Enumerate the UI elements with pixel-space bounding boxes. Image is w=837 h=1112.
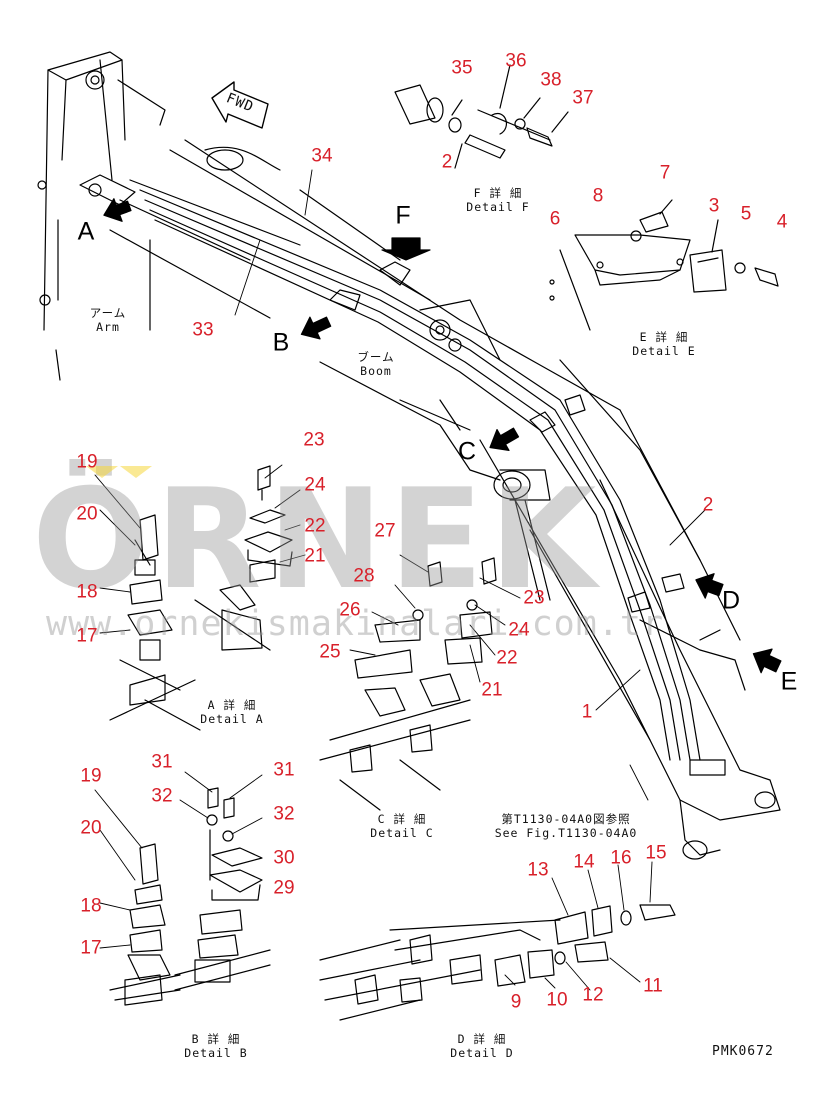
arm-structure	[37, 51, 166, 381]
callout-14: 14	[573, 851, 595, 873]
callout-6: 6	[549, 208, 561, 230]
callout-12: 12	[582, 984, 604, 1006]
detail-b-caption-en: Detail B	[184, 1046, 248, 1060]
callout-17-detail-a: 17	[76, 625, 98, 647]
detail-c-caption-jp: C 詳 細	[377, 812, 427, 826]
callout-24-detail-a: 24	[304, 474, 326, 496]
detail-f-caption-jp: F 詳 細	[473, 186, 523, 200]
leader-lines	[94, 169, 706, 991]
detail-e-caption: E 詳 細 Detail E	[632, 330, 695, 358]
callout-4: 4	[776, 211, 788, 233]
callout-28: 28	[353, 565, 375, 587]
detail-f-drawing	[394, 64, 569, 169]
callout-21-detail-c: 21	[481, 679, 503, 701]
detail-d-drawing	[319, 904, 676, 1021]
detail-c-drawing	[319, 557, 497, 811]
detail-letter-e: E	[780, 667, 798, 696]
detail-e-caption-jp: E 詳 細	[639, 330, 689, 344]
detail-b-caption-jp: B 詳 細	[191, 1032, 241, 1046]
boom-label-jp: ブーム	[357, 350, 395, 364]
detail-letter-a: A	[77, 217, 95, 246]
detail-c-caption-en: Detail C	[370, 826, 434, 840]
callout-5: 5	[740, 203, 752, 225]
callout-2-detail-f: 2	[441, 151, 453, 173]
arm-label: アーム Arm	[90, 306, 126, 334]
callout-36: 36	[505, 50, 527, 72]
callout-22-detail-c: 22	[496, 647, 518, 669]
detail-b-drawing	[109, 787, 271, 1006]
callout-30: 30	[273, 847, 295, 869]
detail-d-caption: D 詳 細 Detail D	[450, 1032, 513, 1060]
detail-d-caption-en: Detail D	[450, 1046, 514, 1060]
callout-18-detail-a: 18	[76, 581, 98, 603]
callout-13: 13	[527, 859, 549, 881]
callout-17-detail-b: 17	[80, 937, 102, 959]
detail-e-drawing	[549, 199, 779, 331]
hydraulic-lines	[139, 189, 746, 776]
callout-10: 10	[546, 989, 568, 1011]
detail-letter-b: B	[272, 328, 290, 357]
callout-38: 38	[540, 69, 562, 91]
detail-letter-f: F	[395, 201, 411, 230]
callout-2: 2	[702, 494, 714, 516]
detail-a-drawing	[109, 465, 293, 731]
callout-26: 26	[339, 599, 361, 621]
callout-35: 35	[451, 57, 473, 79]
callout-32-left: 32	[151, 785, 173, 807]
fwd-arrow	[211, 81, 269, 129]
detail-e-caption-en: Detail E	[632, 344, 696, 358]
callout-3: 3	[708, 195, 720, 217]
boom-label: ブーム Boom	[357, 350, 394, 378]
detail-letter-d: D	[721, 586, 741, 615]
callout-15: 15	[645, 842, 667, 864]
watermark-umlaut-left	[86, 466, 118, 478]
callout-31-left: 31	[151, 751, 173, 773]
detail-f-caption-en: Detail F	[466, 200, 530, 214]
callout-23-detail-c: 23	[523, 587, 545, 609]
callout-31-right: 31	[273, 759, 295, 781]
callout-18-detail-b: 18	[80, 895, 102, 917]
callout-19-detail-b: 19	[80, 765, 102, 787]
callout-32-right: 32	[273, 803, 295, 825]
see-figure-note-jp: 第T1130-04A0図参照	[501, 812, 631, 826]
callout-7: 7	[659, 162, 671, 184]
callout-33: 33	[192, 319, 214, 341]
drawing-code: PMK0672	[712, 1044, 774, 1059]
callout-20-detail-a: 20	[76, 503, 98, 525]
detail-letter-c: C	[457, 437, 477, 466]
detail-f-caption: F 詳 細 Detail F	[466, 186, 529, 214]
callout-23-detail-a: 23	[303, 429, 325, 451]
callout-8: 8	[592, 185, 604, 207]
callout-9: 9	[510, 991, 522, 1013]
see-figure-note: 第T1130-04A0図参照 See Fig.T1130-04A0	[495, 812, 638, 840]
callout-37: 37	[572, 87, 594, 109]
detail-b-caption: B 詳 細 Detail B	[184, 1032, 247, 1060]
watermark-umlaut-right	[120, 466, 152, 478]
detail-c-caption: C 詳 細 Detail C	[370, 812, 433, 840]
callout-27: 27	[374, 520, 396, 542]
detail-d-caption-jp: D 詳 細	[457, 1032, 507, 1046]
arm-label-jp: アーム	[89, 306, 127, 320]
callout-20-detail-b: 20	[80, 817, 102, 839]
boom-label-en: Boom	[360, 364, 392, 378]
detail-a-caption: A 詳 細 Detail A	[200, 698, 263, 726]
callout-22-detail-a: 22	[304, 515, 326, 537]
direction-arrows	[103, 198, 782, 674]
callout-1: 1	[581, 701, 593, 723]
boom-structure	[79, 139, 781, 860]
callout-25: 25	[319, 641, 341, 663]
detail-a-caption-en: Detail A	[200, 712, 264, 726]
detail-a-caption-jp: A 詳 細	[207, 698, 257, 712]
see-figure-note-en: See Fig.T1130-04A0	[494, 826, 638, 840]
callout-16: 16	[610, 847, 632, 869]
callout-24-detail-c: 24	[508, 619, 530, 641]
callout-19-detail-a: 19	[76, 451, 98, 473]
callout-11: 11	[643, 975, 663, 997]
callout-34: 34	[311, 145, 333, 167]
callout-29: 29	[273, 877, 295, 899]
arm-label-en: Arm	[96, 320, 120, 334]
callout-21-detail-a: 21	[304, 545, 326, 567]
